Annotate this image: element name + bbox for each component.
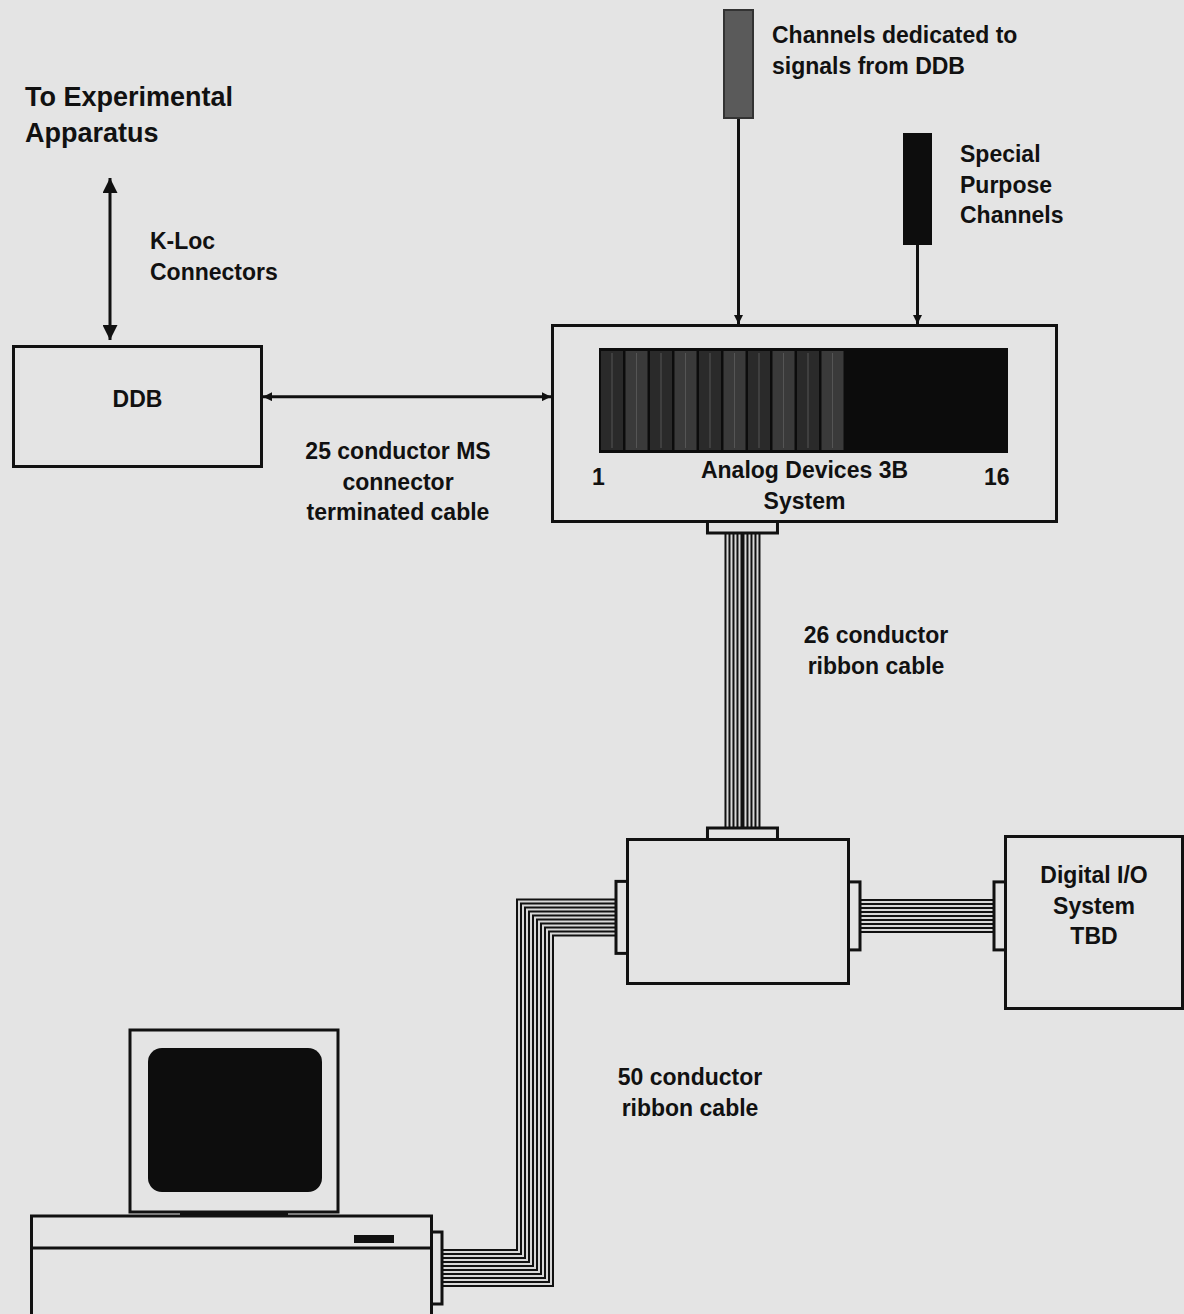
digital-io-box: Digital I/O System TBD — [1004, 835, 1184, 1010]
cable-label: 26 conductor ribbon cable — [786, 620, 966, 681]
ribbon-cable — [426, 881, 632, 1304]
kloc-arrow — [109, 178, 112, 340]
cable-arrow — [263, 396, 551, 397]
ribbon-cable — [844, 882, 1010, 950]
cable-arrow — [917, 245, 918, 324]
ribbon-cable — [707, 517, 777, 844]
cable-label: 50 conductor ribbon cable — [600, 1062, 780, 1123]
cable-label: 25 conductor MS connector terminated cab… — [300, 436, 496, 528]
destination-label: To Experimental Apparatus — [25, 80, 295, 152]
node-text: Channels dedicated to signals from DDB — [772, 20, 1082, 81]
slot-number: 16 — [984, 462, 1010, 493]
analog-3b-box: Analog Devices 3B System — [551, 324, 1058, 523]
slot-number: 1 — [592, 462, 605, 493]
computer — [30, 1030, 432, 1314]
ddb-box: DDB — [12, 345, 263, 468]
computer-art — [30, 1030, 432, 1314]
connector-label: K-Loc Connectors — [150, 226, 315, 287]
special-channels-bar: Special Purpose Channels — [903, 133, 1103, 245]
cable-arrow — [738, 118, 739, 324]
node-text: Analog Devices 3B System — [554, 455, 1055, 516]
ddb-channels-bar: Channels dedicated to signals from DDB — [724, 10, 1084, 118]
node-text: Special Purpose Channels — [960, 139, 1095, 231]
node-text: Digital I/O System TBD — [1007, 860, 1181, 952]
node-text: DDB — [15, 384, 260, 415]
junction-box — [626, 838, 850, 985]
